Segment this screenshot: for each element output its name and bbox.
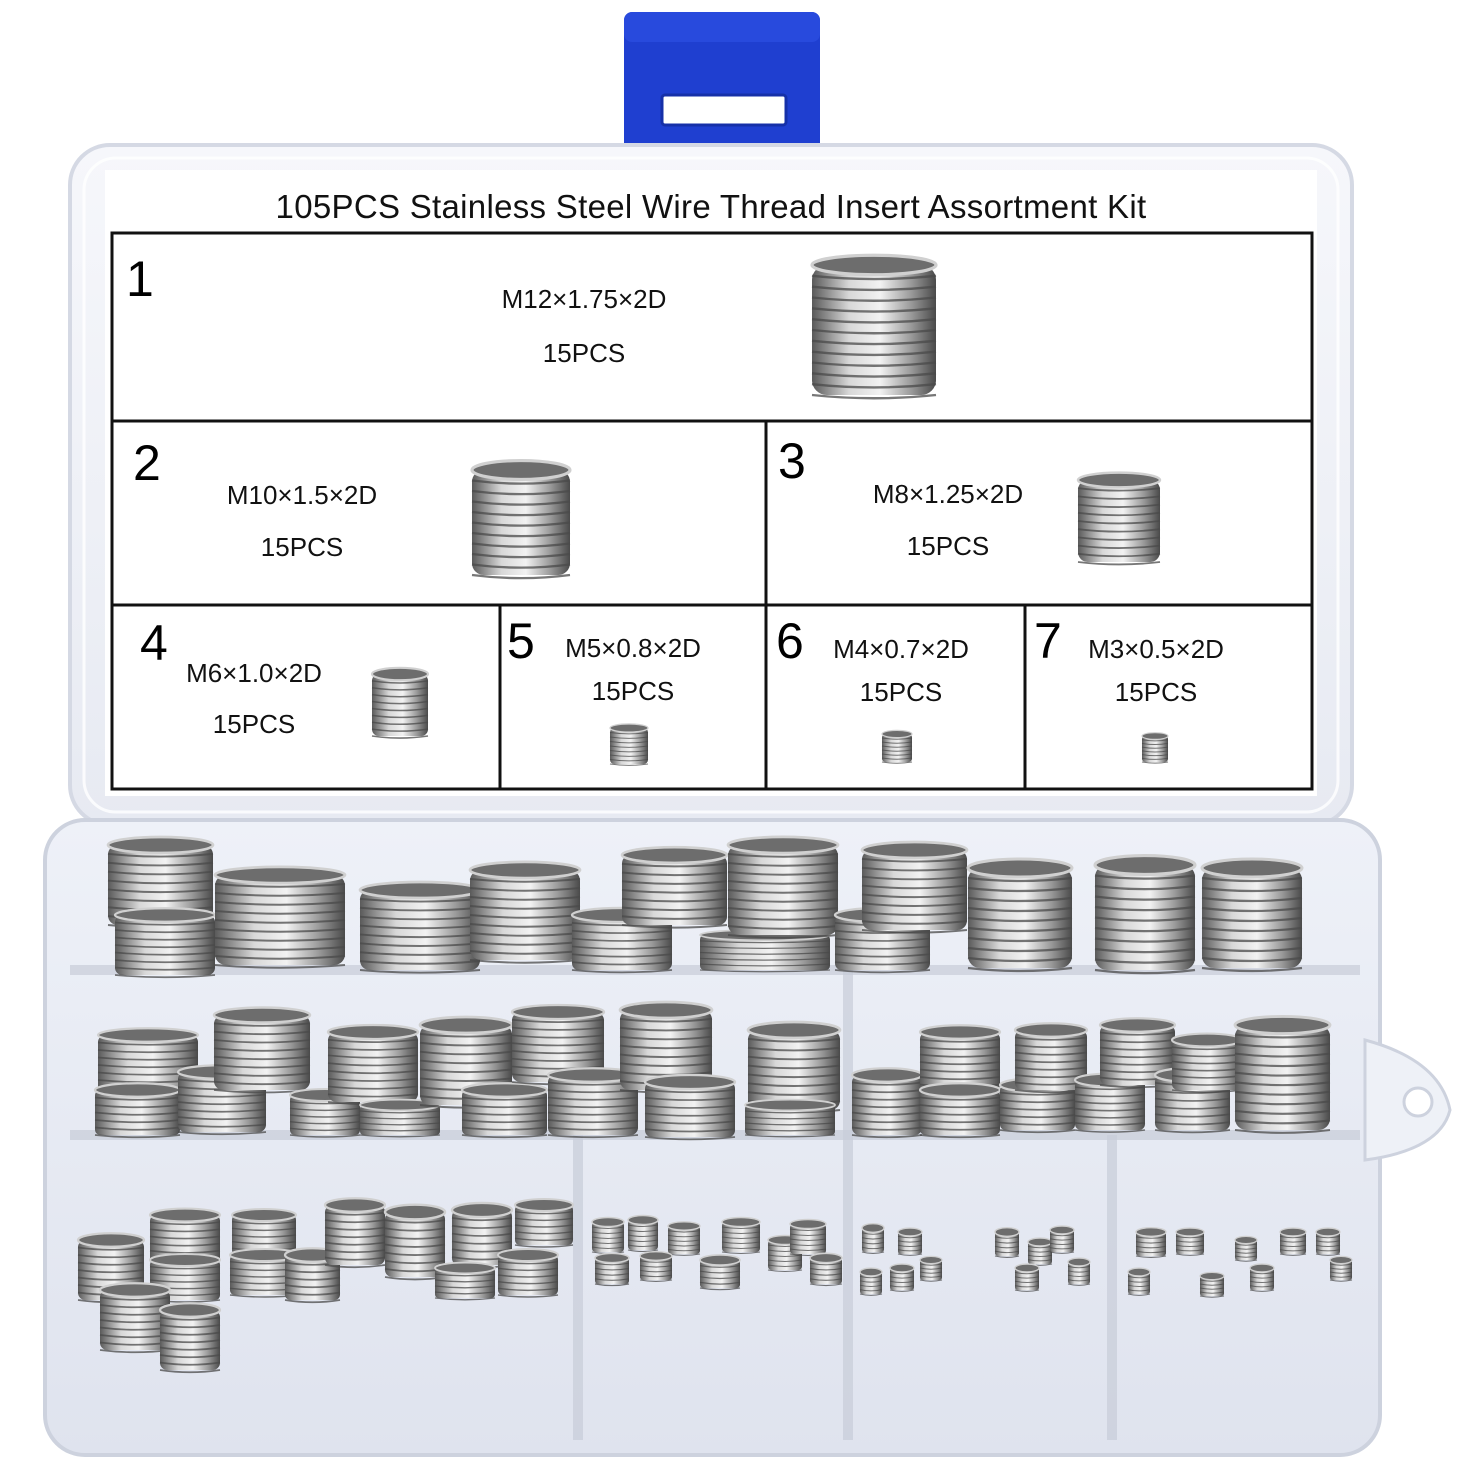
thread-insert-coil (809, 1252, 843, 1287)
thread-insert-coil (1135, 1226, 1167, 1258)
thread-insert-coil (96, 1027, 200, 1099)
compartment-number: 2 (133, 435, 161, 491)
thread-insert-coil (620, 845, 729, 929)
thread-insert-coil (918, 1082, 1002, 1139)
thread-insert-coil (514, 1198, 574, 1248)
thread-insert-coil (1027, 1237, 1053, 1266)
thread-insert-coil (213, 865, 347, 969)
compartment-size: M3×0.5×2D (1088, 634, 1224, 664)
thread-insert-coil (1233, 1014, 1332, 1134)
thread-insert-coil (860, 840, 969, 934)
thread-insert-coil (1175, 1227, 1205, 1256)
thread-insert-coil (359, 1098, 441, 1138)
thread-insert-coil (627, 1214, 659, 1253)
thread-insert-coil (859, 1267, 883, 1296)
thread-insert-coil (919, 1255, 943, 1282)
thread-insert-coil (358, 880, 482, 974)
thread-insert-coil (383, 1203, 447, 1281)
thread-insert-coil (1141, 732, 1169, 764)
thread-insert-coil (1249, 1263, 1275, 1292)
compartment-number: 1 (126, 251, 154, 307)
compartment-size: M8×1.25×2D (872, 479, 1024, 509)
thread-insert-coil (667, 1221, 701, 1256)
compartment-size: M10×1.5×2D (226, 480, 378, 510)
thread-insert-coil (966, 857, 1074, 973)
thread-insert-coil (789, 1218, 827, 1257)
thread-insert-coil (1279, 1227, 1307, 1256)
thread-insert-coil (889, 1263, 915, 1292)
thread-insert-coil (861, 1222, 885, 1254)
thread-insert-coil (326, 1023, 420, 1106)
compartment-quantity: 15PCS (212, 709, 296, 739)
compartment-quantity: 15PCS (542, 338, 626, 368)
thread-insert-coil (639, 1250, 673, 1282)
label-table-grid (110, 231, 1314, 791)
thread-insert-coil (1014, 1263, 1040, 1292)
compartment-size: M12×1.75×2D (501, 284, 667, 314)
label-coil-images (370, 253, 1169, 766)
thread-insert-coil (1127, 1267, 1151, 1296)
thread-insert-coil (323, 1197, 387, 1269)
compartment-quantity: 15PCS (906, 531, 990, 561)
thread-insert-coil (1076, 471, 1162, 566)
thread-insert-coil (460, 1082, 549, 1139)
thread-insert-coil (609, 723, 649, 766)
compartment-quantity: 15PCS (260, 532, 344, 562)
compartment-number: 7 (1034, 613, 1062, 669)
thread-insert-coil (591, 1216, 625, 1255)
thread-insert-coil (1013, 1022, 1089, 1094)
thread-insert-coil (434, 1261, 496, 1301)
thread-insert-coil (1067, 1257, 1091, 1286)
thread-insert-coil (289, 1088, 361, 1138)
thread-insert-coil (113, 907, 217, 979)
thread-insert-coil (283, 1247, 342, 1304)
tray (43, 818, 1452, 1457)
thread-insert-coil (744, 1098, 836, 1138)
compartment-size: M6×1.0×2D (186, 658, 322, 688)
compartment-size: M5×0.8×2D (565, 633, 701, 663)
compartment-number: 3 (778, 433, 806, 489)
thread-insert-coil (158, 1302, 222, 1374)
thread-insert-coil (850, 1067, 924, 1139)
compartment-quantity: 15PCS (859, 677, 943, 707)
compartment-size: M4×0.7×2D (833, 634, 969, 664)
thread-insert-coil (1234, 1235, 1258, 1262)
compartment-quantity: 15PCS (591, 676, 675, 706)
compartment-number: 4 (140, 615, 168, 671)
thread-insert-coil (98, 1282, 172, 1354)
thread-insert-coil (212, 1006, 312, 1094)
thread-insert-coil (810, 253, 938, 400)
thread-insert-coil (497, 1248, 559, 1298)
thread-insert-coil (1329, 1255, 1353, 1282)
thread-insert-coil (881, 729, 913, 764)
thread-insert-coil (546, 1067, 640, 1139)
thread-insert-coil (1049, 1225, 1075, 1254)
compartment-quantity: 15PCS (1114, 677, 1198, 707)
compartment-number: 6 (776, 613, 804, 669)
thread-insert-coil (994, 1226, 1020, 1258)
kit-title: 105PCS Stainless Steel Wire Thread Inser… (275, 188, 1147, 225)
thread-insert-coil (1098, 1017, 1177, 1089)
thread-insert-coil (1093, 853, 1197, 975)
thread-insert-coil (1199, 1271, 1225, 1298)
thread-insert-coil (594, 1252, 630, 1287)
thread-insert-coil (643, 1073, 737, 1141)
thread-insert-coil (370, 666, 430, 739)
thread-insert-coil (93, 1082, 182, 1139)
thread-insert-coil (470, 458, 572, 580)
clasp[interactable] (624, 12, 820, 162)
thread-insert-coil (1315, 1227, 1341, 1256)
compartment-number: 5 (507, 613, 535, 669)
thread-insert-coil (148, 1207, 222, 1268)
thread-insert-coil (699, 1254, 741, 1291)
thread-insert-coil (1200, 857, 1304, 973)
thread-insert-coil (897, 1227, 923, 1256)
thread-insert-coil (1170, 1032, 1244, 1093)
thread-insert-coil (726, 835, 840, 939)
tray-coil-images (76, 835, 1353, 1374)
thread-insert-coil (468, 860, 582, 964)
thread-insert-coil (721, 1216, 761, 1255)
thread-insert-coil (510, 1003, 606, 1086)
